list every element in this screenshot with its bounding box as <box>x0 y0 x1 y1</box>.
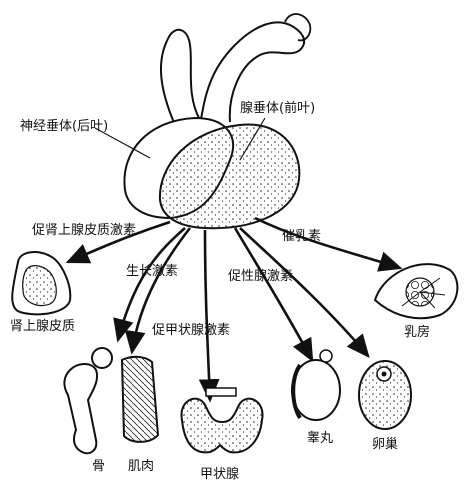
anterior-leader-line <box>239 117 266 161</box>
label-prolactin: 催乳素 <box>282 229 321 244</box>
prolactin-arrow <box>254 216 403 272</box>
thyroid-figure <box>180 387 264 454</box>
acth-arrow <box>65 220 171 264</box>
muscle-figure <box>120 355 160 443</box>
pituitary-stalk <box>159 13 312 126</box>
label-growth-hormone: 生长激素 <box>126 264 178 279</box>
label-mammary-gland: 乳房 <box>404 324 430 340</box>
testis-figure <box>291 349 341 421</box>
adrenal-cortex-figure <box>11 251 72 316</box>
bone-figure <box>63 347 113 455</box>
label-bone: 骨 <box>92 459 105 474</box>
ovary-figure <box>358 360 412 430</box>
gonadotropin-arrow-ovary <box>239 227 370 359</box>
label-thyroid: 甲状腺 <box>200 467 239 482</box>
label-adrenal-cortex: 肾上腺皮质 <box>10 319 75 334</box>
label-ovary: 卵巢 <box>372 437 398 452</box>
gh-arrow-muscle <box>124 227 192 355</box>
label-muscle: 肌肉 <box>128 459 154 474</box>
label-posterior-pituitary: 神经垂体(后叶) <box>20 119 108 134</box>
labels: 腺垂体(前叶) 神经垂体(后叶) 促肾上腺皮质激素 催乳素 生长激素 促性腺激素… <box>10 100 430 482</box>
label-acth: 促肾上腺皮质激素 <box>32 223 136 238</box>
anterior-pituitary <box>158 123 301 230</box>
tsh-arrow <box>198 229 220 403</box>
label-testis: 睾丸 <box>307 430 333 446</box>
posterior-leader-line <box>94 127 151 159</box>
hormone-arrows <box>65 216 403 403</box>
label-gonadotropin: 促性腺激素 <box>228 269 293 284</box>
label-tsh: 促甲状腺激素 <box>152 323 230 338</box>
mammary-gland-figure <box>373 263 459 320</box>
gonadotropin-arrow-testis <box>233 227 314 363</box>
label-anterior-pituitary: 腺垂体(前叶) <box>240 100 315 116</box>
gh-arrow-bone <box>113 227 186 343</box>
